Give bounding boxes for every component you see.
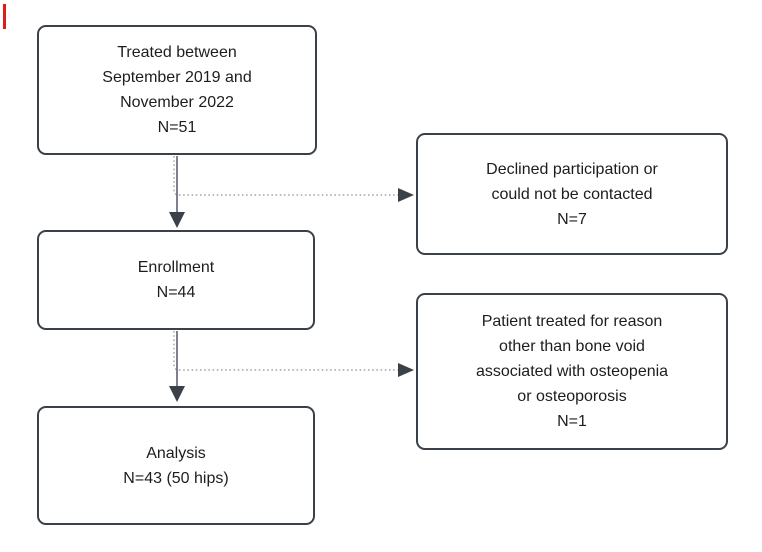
box-count: N=1 (557, 413, 587, 430)
box-analysis: Analysis N=43 (50 hips) (37, 406, 315, 525)
box-line: November 2022 (120, 94, 234, 111)
arrowhead-right-icon (398, 188, 414, 202)
box-line: Enrollment (137, 259, 215, 276)
box-line: Patient treated for reason (481, 313, 663, 330)
arrow-enrollment-to-analysis (169, 331, 185, 402)
arrowhead-right-icon (398, 363, 414, 377)
dotted-arrow-enrollment-to-excluded (173, 331, 414, 377)
box-count: N=7 (557, 210, 587, 228)
box-excluded: Patient treated for reason other than bo… (416, 293, 728, 450)
box-line: other than bone void (499, 338, 645, 355)
box-line: September 2019 and (102, 69, 252, 86)
box-count: N=51 (157, 119, 197, 136)
arrowhead-down-icon (169, 212, 185, 228)
box-treated: Treated between September 2019 and Novem… (37, 25, 317, 155)
arrow-treated-to-enrollment (169, 156, 185, 228)
red-edge-mark (3, 4, 6, 29)
box-line: could not be contacted (491, 185, 653, 203)
dotted-arrow-treated-to-declined (173, 156, 414, 202)
box-count: N=43 (50 hips) (123, 469, 229, 487)
box-declined: Declined participation or could not be c… (416, 133, 728, 255)
arrowhead-down-icon (169, 386, 185, 402)
box-enrollment: Enrollment N=44 (37, 230, 315, 330)
box-line: Treated between (117, 44, 237, 61)
box-line: Declined participation or (486, 160, 658, 178)
box-line: associated with osteopenia (475, 363, 669, 380)
box-count: N=44 (156, 284, 196, 301)
box-line: or osteoporosis (517, 388, 627, 405)
box-line: Analysis (146, 444, 206, 462)
